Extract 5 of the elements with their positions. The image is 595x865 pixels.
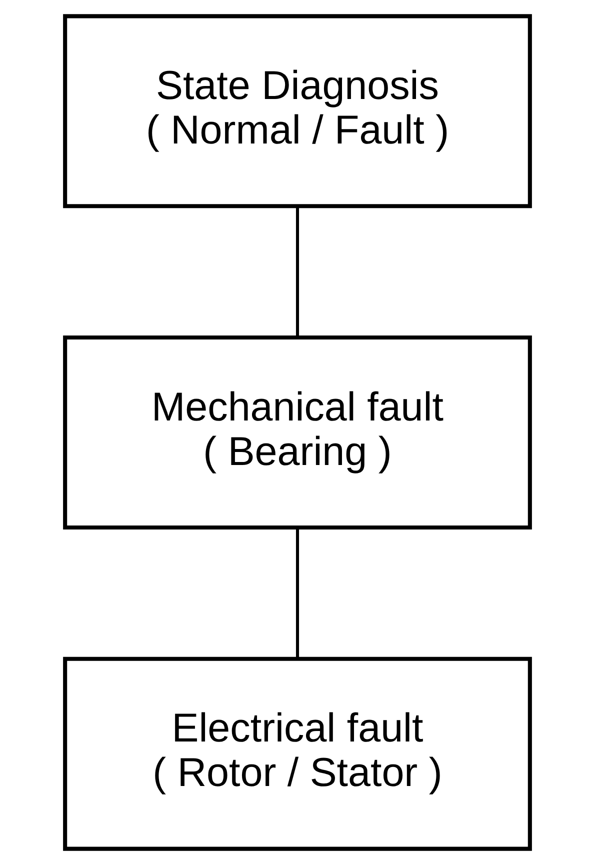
node-box: Electrical fault ( Rotor / Stator ): [63, 656, 532, 851]
connector: [296, 206, 300, 338]
node-box: Mechanical fault ( Bearing ): [63, 336, 532, 530]
node-box: State Diagnosis ( Normal / Fault ): [63, 14, 532, 208]
connector: [296, 528, 300, 658]
